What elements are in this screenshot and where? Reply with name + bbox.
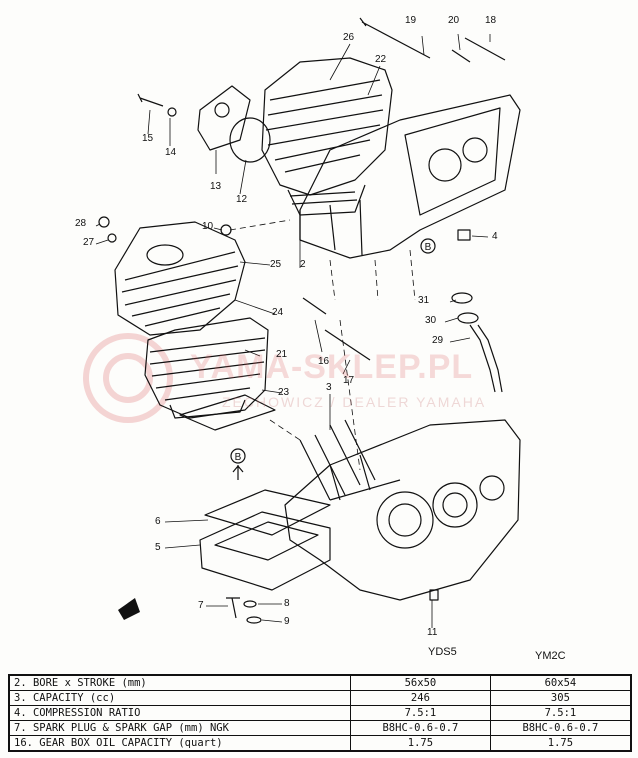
breather-assembly <box>451 292 503 393</box>
nut-10 <box>220 224 232 236</box>
callout-22: 22 <box>375 54 387 65</box>
callout-19: 19 <box>405 15 417 26</box>
model-label-yds5: YDS5 <box>428 646 457 658</box>
bolt-17 <box>324 329 371 361</box>
bolt-19 <box>359 17 431 59</box>
nut-28 <box>98 216 110 228</box>
callout-21: 21 <box>276 349 288 360</box>
spec-label: 7. SPARK PLUG & SPARK GAP (mm) NGK <box>8 720 351 736</box>
callout-7: 7 <box>198 600 204 611</box>
callout-31: 31 <box>418 295 430 306</box>
washer-8 <box>243 600 257 608</box>
svg-text:B: B <box>425 242 432 253</box>
callout-15: 15 <box>142 133 154 144</box>
callout-24: 24 <box>272 307 284 318</box>
callout-28: 28 <box>75 218 87 229</box>
spec-value-ym2c: B8HC-0.6-0.7 <box>489 720 632 736</box>
callout-6: 6 <box>155 516 161 527</box>
front-cylinder-head <box>114 221 246 336</box>
callout-25: 25 <box>270 259 282 270</box>
spec-value-yds5: 56x50 <box>350 674 491 691</box>
callout-14: 14 <box>165 147 177 158</box>
oil-pan <box>199 511 331 591</box>
lower-crankcase <box>284 419 521 601</box>
watermark-text: YAMA-SKLEP.PL <box>190 348 474 386</box>
callout-3: 3 <box>326 382 332 393</box>
marker-b-upper: B <box>420 238 436 254</box>
rear-cylinder-assembly <box>261 57 393 216</box>
spec-value-yds5: 7.5:1 <box>350 705 491 721</box>
cover-plate <box>197 85 251 151</box>
callout-5: 5 <box>155 542 161 553</box>
washer-27 <box>107 233 117 243</box>
spec-value-ym2c: 7.5:1 <box>489 705 632 721</box>
spec-label: 3. CAPACITY (cc) <box>8 690 351 706</box>
base-gasket <box>179 394 276 431</box>
spec-label: 16. GEAR BOX OIL CAPACITY (quart) <box>8 735 351 752</box>
marker-b-lower: B <box>230 448 246 480</box>
bolt-20 <box>451 49 471 63</box>
callout-17: 17 <box>343 375 355 386</box>
model-label-ym2c: YM2C <box>535 650 566 662</box>
callout-20: 20 <box>448 15 460 26</box>
drain-bolt <box>226 597 240 619</box>
spec-value-yds5: 1.75 <box>350 735 491 752</box>
callout-2: 2 <box>300 259 306 270</box>
callout-12: 12 <box>236 194 248 205</box>
spec-value-yds5: 246 <box>350 690 491 706</box>
spec-label: 4. COMPRESSION RATIO <box>8 705 351 721</box>
callout-9: 9 <box>284 616 290 627</box>
callout-30: 30 <box>425 315 437 326</box>
plug-4 <box>457 229 471 241</box>
watermark-logo <box>83 333 173 423</box>
callout-16: 16 <box>318 356 330 367</box>
spec-value-yds5: B8HC-0.6-0.7 <box>350 720 491 736</box>
callout-10: 10 <box>202 221 214 232</box>
callout-26: 26 <box>343 32 355 43</box>
leader-lines <box>95 33 491 628</box>
plug-11 <box>429 589 439 601</box>
callout-11: 11 <box>427 627 438 638</box>
callout-13: 13 <box>210 181 222 192</box>
callout-4: 4 <box>492 231 498 242</box>
head-gasket <box>229 117 271 163</box>
bolt-18 <box>464 37 506 61</box>
callout-18: 18 <box>485 15 497 26</box>
spec-value-ym2c: 60x54 <box>489 674 632 691</box>
callout-29: 29 <box>432 335 444 346</box>
cylinder-studs <box>299 419 376 501</box>
svg-text:B: B <box>235 452 242 463</box>
spec-value-ym2c: 1.75 <box>489 735 632 752</box>
arrow-symbol <box>118 598 140 620</box>
bolt-15 <box>137 93 164 107</box>
callout-23: 23 <box>278 387 290 398</box>
callout-27: 27 <box>83 237 95 248</box>
callout-8: 8 <box>284 598 290 609</box>
watermark-subtext: ZECHOWICZ / DEALER YAMAHA <box>222 394 487 410</box>
oil-pan-gasket <box>204 489 331 536</box>
washer-14 <box>167 107 177 117</box>
spec-value-ym2c: 305 <box>489 690 632 706</box>
spec-label: 2. BORE x STROKE (mm) <box>8 674 351 691</box>
washer-9 <box>246 616 262 624</box>
upper-crankcase <box>299 94 521 259</box>
bolt-16 <box>302 297 327 315</box>
